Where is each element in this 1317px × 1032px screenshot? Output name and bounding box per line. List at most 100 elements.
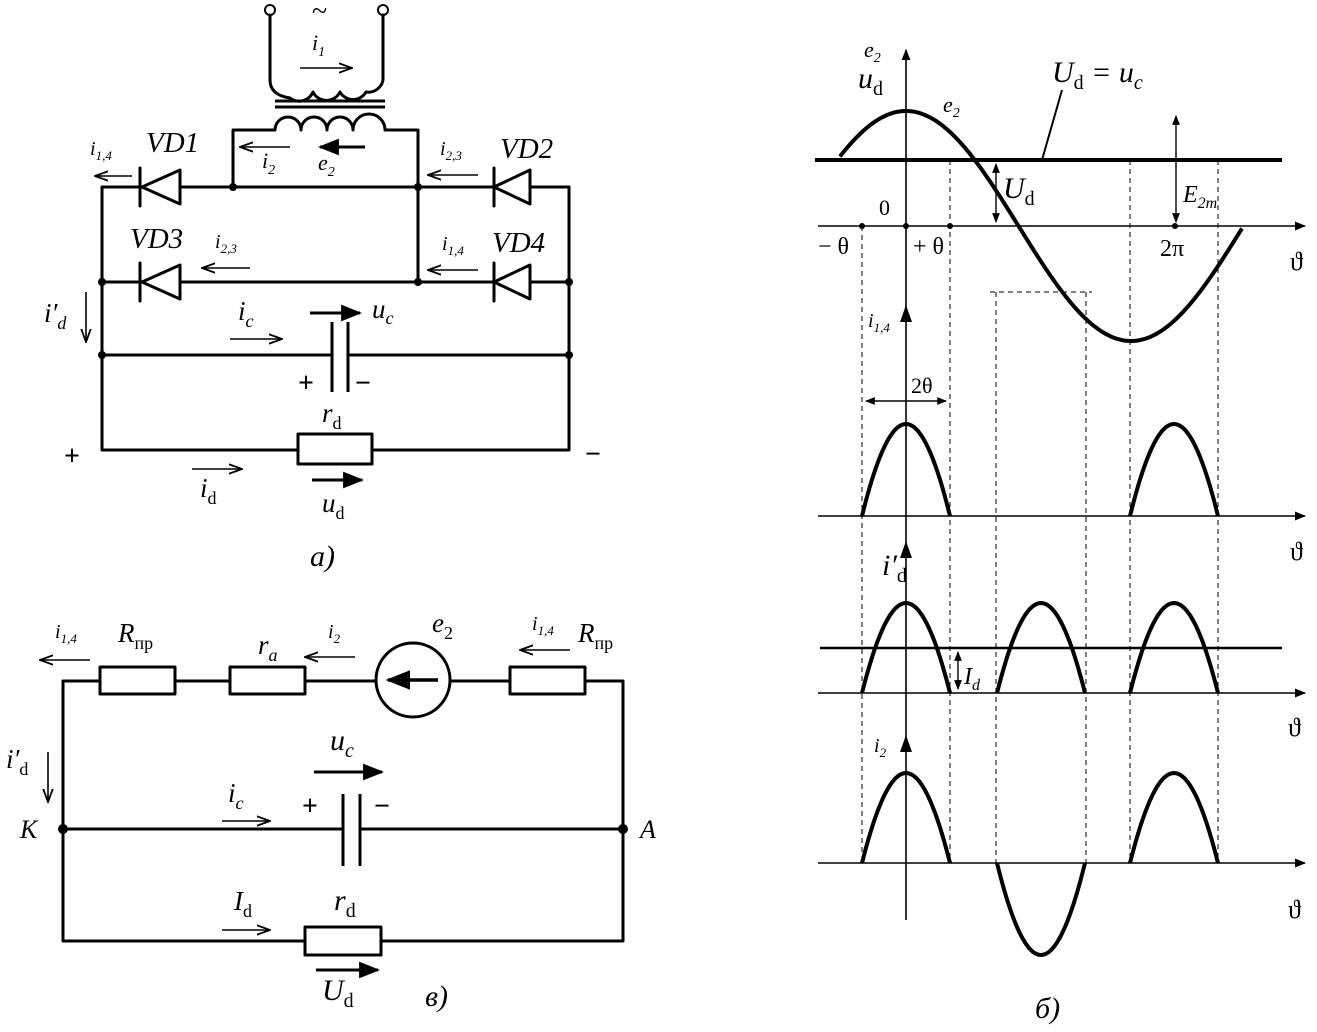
label-rd-a: rd [322,398,342,433]
junction-dot [414,278,422,286]
leader-ud-eq [1041,89,1063,161]
label-id-a: id [200,473,217,508]
junction-dot [98,278,106,286]
tick-dot [903,223,909,229]
label-cap-minus-v: − [374,791,390,822]
node-a-dot [618,824,628,834]
label-i1: i1 [312,30,325,60]
label-i23-vd3: i2,3 [215,231,237,256]
label-i2-v: i2 [328,621,341,646]
label-idp-b: i′d [882,549,907,587]
label-i14-vd1: i1,4 [90,138,112,163]
label-ic-v: ic [228,778,244,813]
resistor-rpr-left [98,665,177,696]
label-2pi: 2π [1160,236,1184,262]
capacitor-v [341,794,362,866]
junction-dot [414,183,422,191]
resistor-rd-a [296,432,374,466]
label-Ud-v: Ud [322,974,354,1012]
curve-idp-pulse [860,601,952,694]
label-ic-a: ic [238,296,254,331]
diode-vd1 [138,166,182,208]
label-i14-vd4: i1,4 [442,233,464,258]
label-e2-v: e2 [432,608,453,643]
label-node-a: A [638,815,656,844]
curve-i14-pulse [1128,422,1220,517]
label-zero: 0 [879,195,890,220]
wire-v-right [379,679,625,943]
y-axis-arrow-2 [900,305,912,322]
label-plus-theta: + θ [913,234,944,260]
label-idp-a: i′d [44,298,67,333]
label-i2: i2 [262,148,275,178]
caption-v: в) [425,980,448,1013]
label-uc-a: uc [372,294,394,328]
resistor-rpr-right [508,665,587,696]
label-y1-ud: ud [858,62,883,100]
label-node-k: K [19,815,39,844]
curve-i14-pulse [860,422,952,517]
label-cap-plus-a: + [298,368,314,399]
diode-vd3 [138,261,182,303]
label-minus-a: − [585,439,601,470]
wire-left-rail [100,185,300,452]
wire-right-rail [370,185,571,452]
label-Id-v: Id [233,886,252,921]
label-vd3: VD3 [130,223,183,255]
curve-idp-pulse [995,601,1087,694]
panel-a-bridge-schematic: ~ i1 i2 e2 [44,0,601,573]
y-axis-arrow-3 [900,541,912,558]
junction-dot [229,183,237,191]
label-ud-equals-uc: Ud = uc [1052,56,1143,94]
transformer-primary-winding [268,13,385,103]
junction-dot [98,351,106,359]
label-cap-plus-v: + [302,791,318,822]
tick-dot [859,223,865,229]
resistor-ra [228,665,307,696]
curve-idp-pulse [1128,601,1220,694]
node-k-dot [58,824,68,834]
ac-symbol: ~ [312,0,327,27]
label-idp-v: i′d [6,744,28,779]
label-ud-a: ud [322,488,345,523]
label-e2m: E2m [1182,182,1217,212]
label-rpr-right: Rпр [577,618,613,653]
label-theta-axis-3: ϑ [1288,713,1301,742]
diode-vd2 [492,166,532,208]
resistor-rd-v [303,925,383,957]
label-e2-transformer: e2 [318,150,335,180]
label-theta-axis-1: ϑ [1290,247,1303,276]
label-theta-axis-4: ϑ [1288,895,1301,924]
label-ra: ra [258,630,278,665]
curve-i2-pulse [860,771,952,864]
label-plus-a: + [64,441,80,472]
label-i14-left-v: i1,4 [55,621,77,646]
panel-v-equivalent-circuit: i1,4 Rпр ra i2 e2 i1,4 Rпр i′d uc ic + −… [6,608,656,1013]
label-y1-e2: e2 [864,37,881,66]
label-i23-vd2: i2,3 [440,138,462,163]
label-e2-curve: e2 [943,92,960,121]
capacitor-a [330,322,350,392]
label-Id-b: Id [963,664,981,694]
label-theta-axis-2: ϑ [1290,537,1303,566]
label-vd4: VD4 [492,227,545,259]
curve-i2-pulse [995,862,1087,957]
label-uc-v: uc [330,724,354,762]
label-rpr-left: Rпр [117,618,153,653]
curve-e2-sine [838,109,1244,343]
diode-vd4 [492,261,532,303]
transformer-secondary-winding [231,112,420,284]
voltage-source-e2 [374,641,452,719]
caption-a: а) [310,540,335,573]
y-axis-arrow-4 [900,735,912,752]
label-i14-b: i1,4 [868,310,890,335]
label-2theta: 2θ [911,373,933,398]
label-cap-minus-a: − [355,368,371,399]
panel-b-waveforms: e2 ud Ud = uc e2 0 Ud E2m − θ + θ 2π ϑ i… [815,37,1307,1025]
label-i2-b: i2 [874,735,887,760]
label-vd1: VD1 [146,127,199,159]
label-ud-dim: Ud [1003,172,1035,210]
curve-i2-pulse [1128,771,1220,864]
label-rd-v: rd [334,884,356,922]
